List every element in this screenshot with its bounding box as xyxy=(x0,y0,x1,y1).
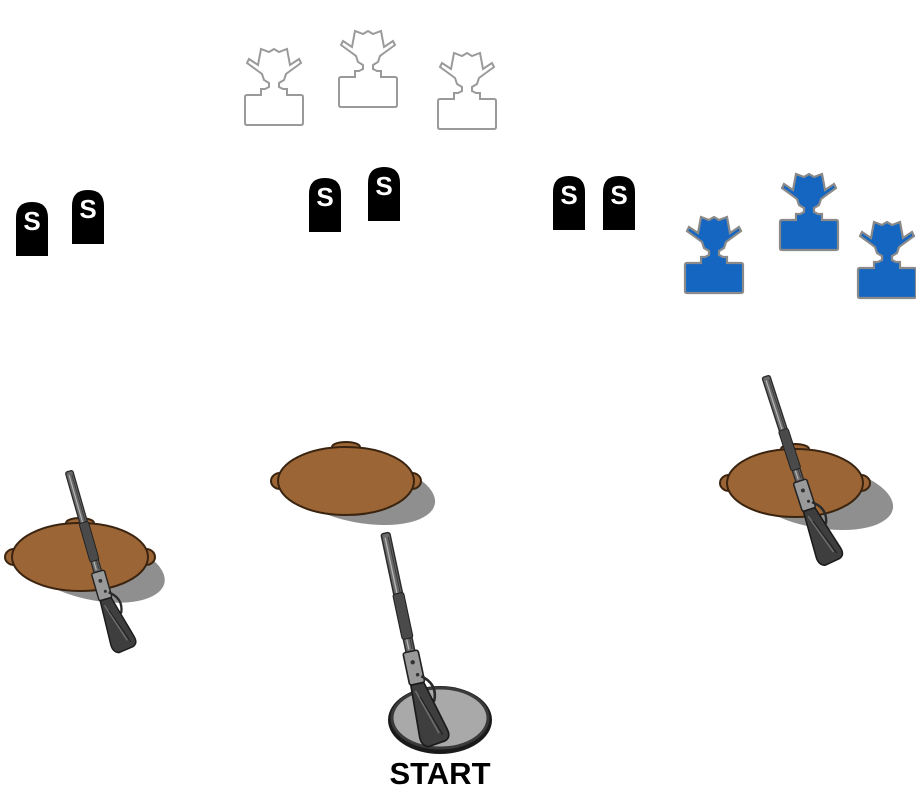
steel-plate-right-1: S xyxy=(553,176,585,230)
steel-plate-right-2: S xyxy=(603,176,635,230)
tables xyxy=(5,442,870,591)
cowboy-target-no-shoot-3 xyxy=(438,53,496,129)
start-label: START xyxy=(345,757,535,791)
steel-plates: S S S S S S xyxy=(16,167,635,256)
cowboy-target-shoot-2 xyxy=(780,174,838,250)
steel-plate-left-1: S xyxy=(16,202,48,256)
cowboy-target-no-shoot-1 xyxy=(245,49,303,125)
cowboy-target-shoot-3 xyxy=(858,222,916,298)
steel-plate-letter: S xyxy=(560,180,577,210)
shoot-targets xyxy=(685,174,916,298)
steel-plate-letter: S xyxy=(79,194,96,224)
steel-plate-letter: S xyxy=(375,171,392,201)
cowboy-target-shoot-1 xyxy=(685,217,743,293)
no-shoot-targets xyxy=(245,31,496,129)
steel-plate-center-2: S xyxy=(368,167,400,221)
steel-plate-letter: S xyxy=(23,206,40,236)
cowboy-target-no-shoot-2 xyxy=(339,31,397,107)
steel-plate-center-1: S xyxy=(309,178,341,232)
steel-plate-letter: S xyxy=(610,180,627,210)
steel-plate-letter: S xyxy=(316,182,333,212)
steel-plate-left-2: S xyxy=(72,190,104,244)
